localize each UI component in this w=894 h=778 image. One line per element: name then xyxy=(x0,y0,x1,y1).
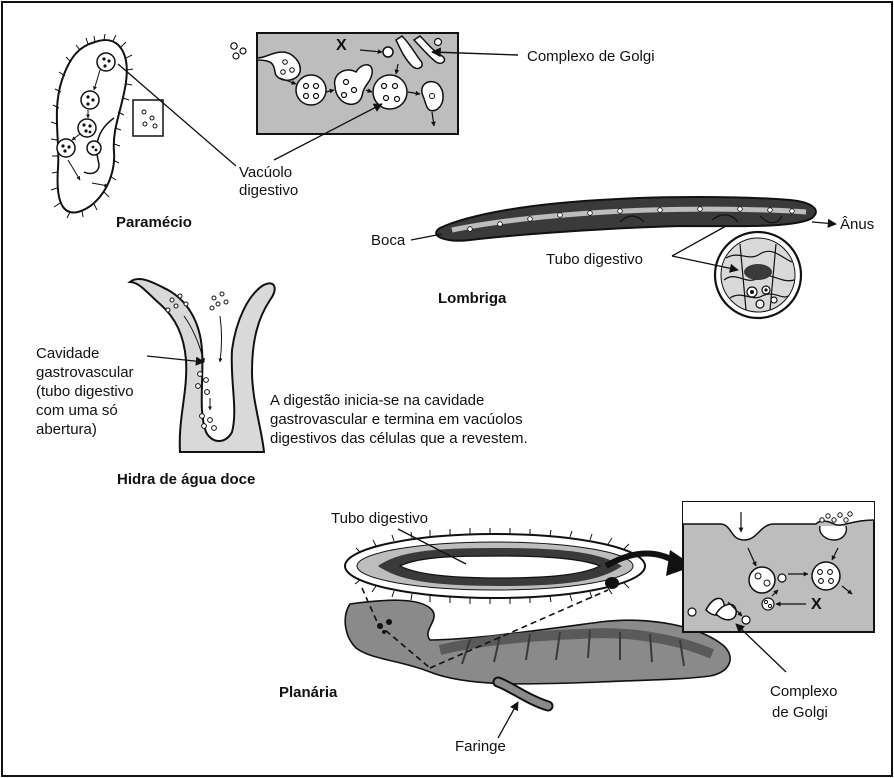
vacuole-formation-box: X xyxy=(231,33,458,134)
cavidade-label-line3: (tubo digestivo xyxy=(36,383,134,400)
hidra-title: Hidra de água doce xyxy=(117,471,255,488)
complexo-golgi-bottom-line2: de Golgi xyxy=(772,704,828,721)
lombriga-title: Lombriga xyxy=(438,290,507,307)
complexo-golgi-top-label: Complexo de Golgi xyxy=(527,48,655,65)
digestao-text-line1: A digestão inicia-se na cavidade xyxy=(270,392,484,409)
x-label-top: X xyxy=(336,37,347,54)
tubo-digestivo-lombriga-label: Tubo digestivo xyxy=(546,251,643,268)
tubo-digestivo-planaria-label: Tubo digestivo xyxy=(331,510,428,527)
cavidade-label-line2: gastrovascular xyxy=(36,364,134,381)
paramecio-title: Paramécio xyxy=(116,214,192,231)
cavidade-label-line1: Cavidade xyxy=(36,345,99,362)
x-label-bottom: X xyxy=(811,596,822,613)
cavidade-label-line4: com uma só xyxy=(36,402,118,419)
complexo-golgi-bottom-line1: Complexo xyxy=(770,683,838,700)
roundworm-cross-section xyxy=(715,232,801,318)
vacuolo-label-line1: Vacúolo xyxy=(239,164,292,181)
anus-label: Ânus xyxy=(840,216,874,233)
boca-label: Boca xyxy=(371,232,406,249)
planaria-title: Planária xyxy=(279,684,338,701)
cavidade-label-line5: abertura) xyxy=(36,421,97,438)
digestao-text-line3: digestivos das células que a revestem. xyxy=(270,430,528,447)
digestao-text-line2: gastrovascular e termina em vacúolos xyxy=(270,411,523,428)
vacuolo-label-line2: digestivo xyxy=(239,182,298,199)
planarian-cell-box: X xyxy=(683,502,874,632)
faringe-label: Faringe xyxy=(455,738,506,755)
